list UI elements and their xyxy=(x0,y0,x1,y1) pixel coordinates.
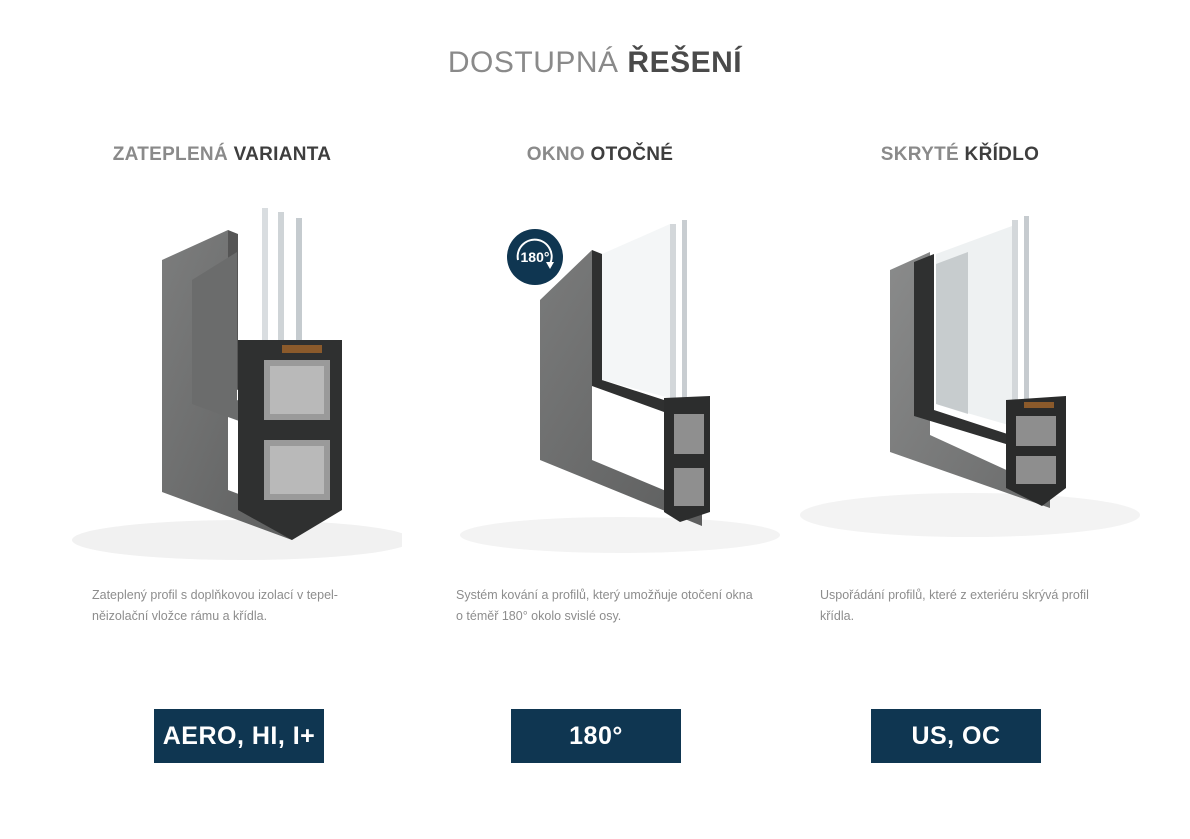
solution-title-bold: KŘÍDLO xyxy=(964,144,1040,165)
solution-card-insulated: ZATEPLENÁ VARIANTA Zateplený profil s do… xyxy=(42,0,402,839)
solution-title-bold: OTOČNÉ xyxy=(590,144,674,165)
solution-description: Systém kování a profilů, který umožňuje … xyxy=(456,588,753,623)
page-title: DOSTUPNÁ ŘEŠENÍ xyxy=(0,46,1190,80)
solution-title-light: ZATEPLENÁ xyxy=(112,144,234,165)
rotation-180-icon: 180° xyxy=(507,229,563,285)
page-title-bold: ŘEŠENÍ xyxy=(627,46,743,79)
series-badge-hidden-sash[interactable]: US, OC xyxy=(871,709,1041,763)
page-title-light: DOSTUPNÁ xyxy=(447,46,628,79)
window-profile-image xyxy=(72,208,402,560)
series-badge-insulated[interactable]: AERO, HI, I+ xyxy=(154,709,324,763)
solution-title-light: SKRYTÉ xyxy=(880,144,965,165)
solution-card-pivot: OKNO OTOČNÉ 180° Systém kování a profilů… xyxy=(420,0,780,839)
rotation-badge-label: 180° xyxy=(521,249,550,265)
solution-title-bold: VARIANTA xyxy=(233,144,332,165)
solution-title-light: OKNO xyxy=(526,144,591,165)
solution-title: ZATEPLENÁ VARIANTA xyxy=(42,144,402,166)
solution-description: Zateplený profil s doplňkovou izolací v … xyxy=(92,588,338,623)
series-badge-pivot[interactable]: 180° xyxy=(511,709,681,763)
solution-description: Uspořádání profilů, které z exteriéru sk… xyxy=(820,588,1089,623)
window-profile-image xyxy=(800,216,1140,537)
window-profile-image xyxy=(460,220,780,553)
solution-title: OKNO OTOČNÉ xyxy=(420,144,780,166)
solution-title: SKRYTÉ KŘÍDLO xyxy=(780,144,1140,166)
solution-card-hidden-sash: SKRYTÉ KŘÍDLO Uspořádání profilů, které … xyxy=(780,0,1140,839)
